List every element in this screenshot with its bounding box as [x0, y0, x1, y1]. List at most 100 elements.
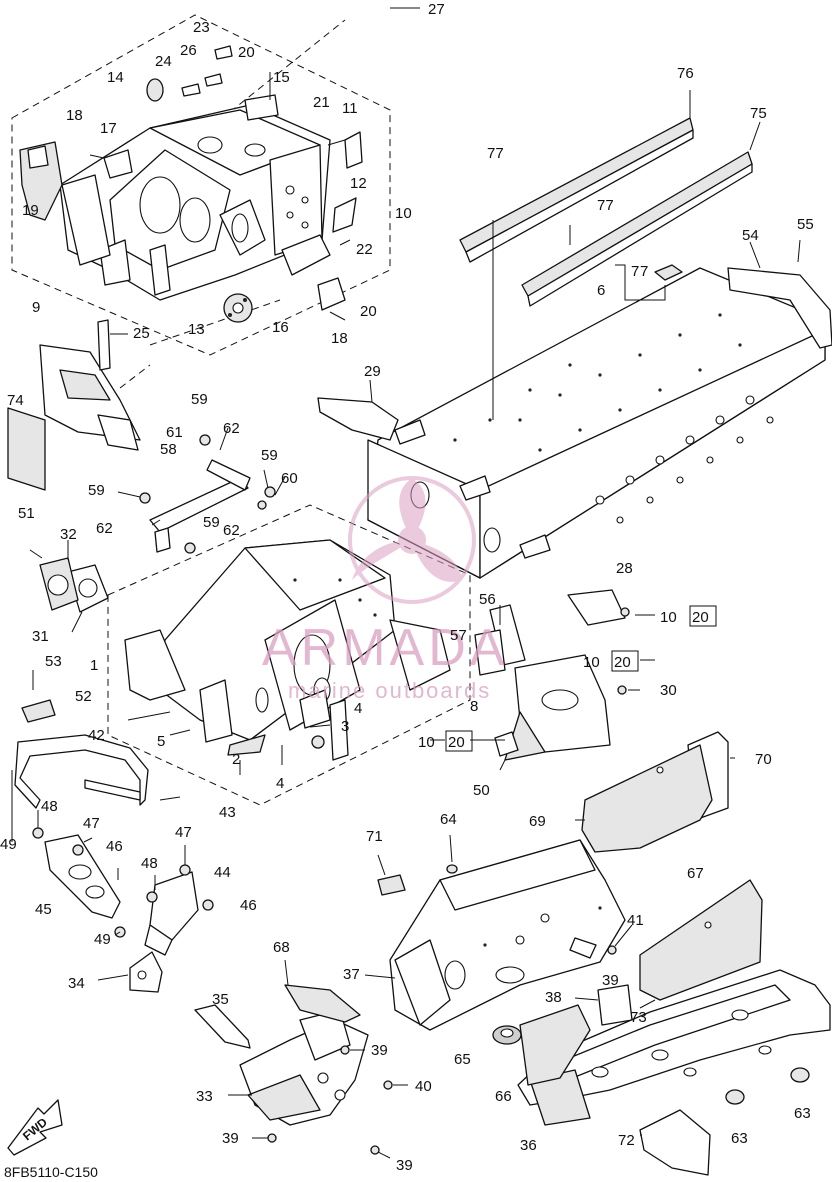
- callout-7a: 7: [631, 263, 639, 280]
- callout-15: 15: [273, 69, 290, 86]
- callout-67: 67: [687, 865, 704, 882]
- callout-30: 30: [660, 682, 677, 699]
- callout-38: 38: [545, 989, 562, 1006]
- callout-3: 3: [341, 718, 349, 735]
- callout-39d: 39: [396, 1157, 413, 1174]
- grommet-65: [492, 1025, 522, 1045]
- callout-41: 41: [627, 912, 644, 929]
- callout-50: 50: [473, 782, 490, 799]
- callout-labels: 27 23 26 20 24 15 14 21 11 18 17 12 19 1…: [0, 1, 814, 1174]
- callout-leaders: [239, 7, 735, 1009]
- grommet-64: [446, 834, 458, 874]
- callout-76: 76: [677, 65, 694, 82]
- callout-68: 68: [273, 939, 290, 956]
- front-frame-brackets: [127, 619, 451, 761]
- callout-70: 70: [755, 751, 772, 768]
- callout-72: 72: [618, 1132, 635, 1149]
- callout-43: 43: [219, 804, 236, 821]
- callout-62a: 62: [223, 420, 240, 437]
- callout-49a: 49: [0, 836, 17, 853]
- bracket-6: [615, 264, 666, 301]
- bracket-56-57: [474, 604, 526, 676]
- callout-18b: 18: [331, 330, 348, 347]
- screws-30-50: [494, 685, 640, 771]
- callout-35: 35: [212, 991, 229, 1008]
- callout-4b: 4: [276, 775, 284, 792]
- callout-59d: 59: [203, 514, 220, 531]
- callout-48b: 48: [141, 855, 158, 872]
- tunnel: [367, 267, 826, 579]
- bracket-66: [519, 1004, 591, 1086]
- callout-33: 33: [196, 1088, 213, 1105]
- callout-10a: 10: [395, 205, 412, 222]
- strap-25: [97, 319, 128, 371]
- callout-77b: 77: [597, 197, 614, 214]
- callout-7b: 7: [640, 263, 648, 280]
- guard-72: [639, 1109, 711, 1176]
- callout-56: 56: [479, 591, 496, 608]
- callout-6: 6: [597, 282, 605, 299]
- callout-52: 52: [75, 688, 92, 705]
- part-71: [377, 854, 406, 896]
- callout-23: 23: [193, 19, 210, 36]
- callout-18a: 18: [66, 107, 83, 124]
- callout-73: 73: [630, 1009, 647, 1026]
- assembly-leader-dashes: [119, 19, 346, 389]
- callout-31: 31: [32, 628, 49, 645]
- clips-41: [569, 924, 633, 959]
- mount-31-32: [29, 540, 109, 633]
- bracket-35: [194, 1004, 251, 1049]
- callout-47a: 47: [83, 815, 100, 832]
- callout-63a: 63: [794, 1105, 811, 1122]
- side-panel-37: [364, 839, 626, 1031]
- callout-20c: 20: [692, 609, 709, 626]
- callout-55: 55: [797, 216, 814, 233]
- callout-1: 1: [90, 657, 98, 674]
- panel-69: [581, 744, 713, 853]
- lower-assembly-boundary: [107, 504, 471, 806]
- callout-28: 28: [616, 560, 633, 577]
- callout-75: 75: [750, 105, 767, 122]
- tunnel-rear-bracket-54: [727, 239, 832, 349]
- callout-64: 64: [440, 811, 457, 828]
- watermark-logo: [348, 476, 476, 604]
- plate-29: [317, 379, 399, 441]
- callout-71: 71: [366, 828, 383, 845]
- callout-12: 12: [350, 175, 367, 192]
- callout-66: 66: [495, 1088, 512, 1105]
- callout-63b: 63: [731, 1130, 748, 1147]
- callout-47b: 47: [175, 824, 192, 841]
- skid-assembly: [517, 969, 831, 1126]
- plate-7: [654, 264, 683, 281]
- callout-2: 2: [232, 751, 240, 768]
- callout-34: 34: [68, 975, 85, 992]
- callout-24: 24: [155, 53, 172, 70]
- callout-39b: 39: [371, 1042, 388, 1059]
- callout-54: 54: [742, 227, 759, 244]
- callout-32: 32: [60, 526, 77, 543]
- callout-59b: 59: [261, 447, 278, 464]
- front-frame-1: [124, 539, 396, 756]
- callout-48a: 48: [41, 798, 58, 815]
- bar-42: [14, 670, 149, 809]
- callout-62b: 62: [96, 520, 113, 537]
- callout-74: 74: [7, 392, 24, 409]
- callout-10d: 10: [418, 734, 435, 751]
- callout-25: 25: [133, 325, 150, 342]
- callout-21: 21: [313, 94, 330, 111]
- callout-39a: 39: [602, 972, 619, 989]
- diagram-part-code: 8FB5110-C150: [4, 1164, 98, 1180]
- bracket-58: [117, 427, 286, 554]
- bracket-68: [284, 959, 361, 1023]
- rail-76: [459, 90, 694, 263]
- upper-small-parts: [89, 45, 363, 323]
- callout-36: 36: [520, 1137, 537, 1154]
- callout-19: 19: [22, 202, 39, 219]
- callout-22: 22: [356, 241, 373, 258]
- bolt-leaders: [11, 770, 186, 981]
- callout-17: 17: [100, 120, 117, 137]
- watermark-tagline: marine outboards: [288, 678, 491, 703]
- callout-39c: 39: [222, 1130, 239, 1147]
- upper-assembly-boundary: [11, 14, 391, 356]
